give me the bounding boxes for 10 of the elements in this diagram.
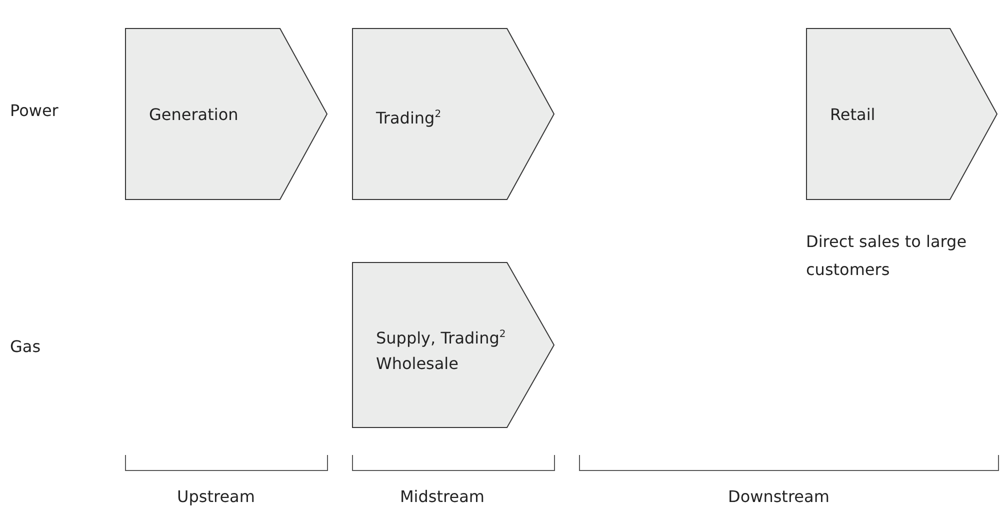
step-label: Supply, Trading$^{2}$ Wholesale	[376, 327, 507, 376]
row-label: Power	[10, 101, 58, 120]
stage-label: Upstream	[177, 487, 255, 506]
step-label: Trading$^{2}$	[376, 107, 442, 130]
row-label: Gas	[10, 337, 41, 356]
stage-label: Downstream	[728, 487, 830, 506]
step-label: Generation	[149, 104, 240, 126]
note-text: Direct sales to large customers	[806, 231, 968, 281]
step-label: Retail	[830, 104, 876, 126]
stage-label: Midstream	[400, 487, 484, 506]
